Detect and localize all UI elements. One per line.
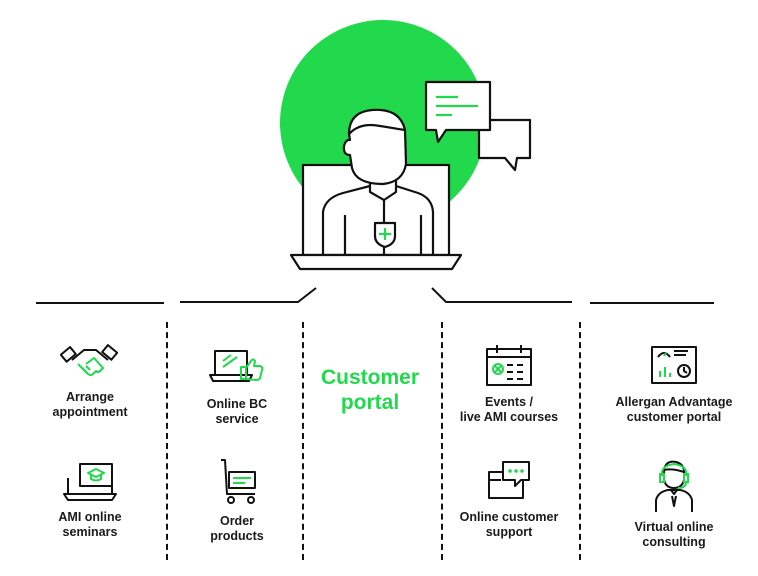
dashed-separator-1 <box>166 322 168 560</box>
laptop-base <box>289 253 463 271</box>
dashed-separator-4 <box>579 322 581 560</box>
item-label: Order products <box>210 514 264 543</box>
item-label: AMI online seminars <box>58 510 122 539</box>
item-events-live-courses[interactable]: Events / live AMI courses <box>444 343 574 425</box>
item-online-customer-support[interactable]: Online customer support <box>444 458 574 540</box>
item-ami-online-seminars[interactable]: AMI online seminars <box>25 458 155 540</box>
item-arrange-appointment[interactable]: Arrange appointment <box>25 338 155 420</box>
item-label: Events / live AMI courses <box>459 395 559 424</box>
shield-cross <box>379 228 391 240</box>
item-order-products[interactable]: Order products <box>172 458 302 544</box>
handshake-icon <box>59 344 119 376</box>
divider-line-1 <box>36 302 164 304</box>
calendar-icon <box>486 345 532 386</box>
item-virtual-online-consulting[interactable]: Virtual online consulting <box>604 458 744 550</box>
item-label: Online BC service <box>206 397 268 426</box>
connector-lines <box>180 287 572 303</box>
chat-support-icon <box>488 461 530 499</box>
dashed-separator-3 <box>441 322 443 560</box>
item-label: Allergan Advantage customer portal <box>615 395 733 424</box>
doctor-figure <box>321 108 435 257</box>
chat-bubbles <box>424 80 532 172</box>
item-online-bc-service[interactable]: Online BC service <box>172 345 302 427</box>
dashboard-icon <box>651 346 697 384</box>
online-seminar-icon <box>63 463 117 501</box>
item-label: Virtual online consulting <box>634 520 714 549</box>
chat-lines <box>436 95 478 117</box>
consultant-headset-icon <box>655 460 693 512</box>
item-label: Arrange appointment <box>52 390 128 419</box>
dashed-separator-2 <box>302 322 304 560</box>
item-label: Online customer support <box>459 510 559 539</box>
shopping-cart-icon <box>221 459 256 504</box>
item-allergan-advantage-portal[interactable]: Allergan Advantage customer portal <box>604 343 744 425</box>
laptop-thumbs-up-icon <box>209 350 264 382</box>
divider-line-5 <box>590 302 714 304</box>
hero-illustration <box>180 20 572 303</box>
customer-portal-title: Customer portal <box>320 366 420 414</box>
